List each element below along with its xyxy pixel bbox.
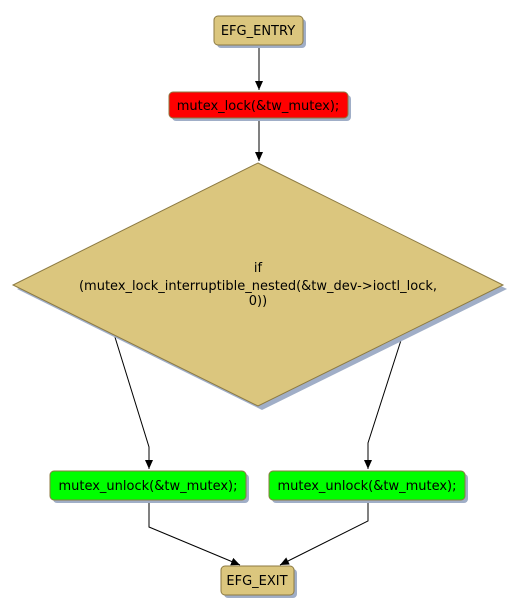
node-mutex-unlock-right: mutex_unlock(&tw_mutex); — [268, 470, 468, 503]
node-entry: EFG_ENTRY — [213, 15, 306, 48]
edge-unlock-left-to-exit — [148, 500, 241, 566]
node-condition-line-1: if — [254, 261, 263, 276]
node-mutex-lock-label: mutex_lock(&tw_mutex); — [177, 99, 340, 114]
node-mutex-lock-box — [168, 91, 349, 119]
node-condition: if (mutex_lock_interruptible_nested(&tw_… — [11, 162, 507, 410]
node-exit-box — [220, 565, 295, 596]
node-entry-label: EFG_ENTRY — [221, 24, 295, 39]
node-condition-diamond — [11, 162, 505, 407]
edge-condition-to-unlock-left — [113, 333, 153, 469]
node-exit-label: EFG_EXIT — [226, 574, 287, 589]
node-exit: EFG_EXIT — [220, 565, 297, 598]
edge-unlock-right-to-exit — [279, 500, 369, 566]
node-condition-line-3: 0)) — [249, 294, 267, 309]
node-mutex-unlock-left: mutex_unlock(&tw_mutex); — [49, 470, 249, 503]
edge-condition-to-unlock-right — [364, 333, 404, 469]
node-mutex-lock: mutex_lock(&tw_mutex); — [168, 91, 351, 121]
node-mutex-unlock-left-label: mutex_unlock(&tw_mutex); — [58, 479, 237, 494]
node-mutex-unlock-right-label: mutex_unlock(&tw_mutex); — [277, 479, 456, 494]
node-mutex-unlock-left-box — [49, 470, 247, 501]
node-condition-line-2: (mutex_lock_interruptible_nested(&tw_dev… — [79, 279, 437, 294]
node-mutex-unlock-right-box — [268, 470, 466, 501]
node-entry-box — [213, 15, 304, 46]
